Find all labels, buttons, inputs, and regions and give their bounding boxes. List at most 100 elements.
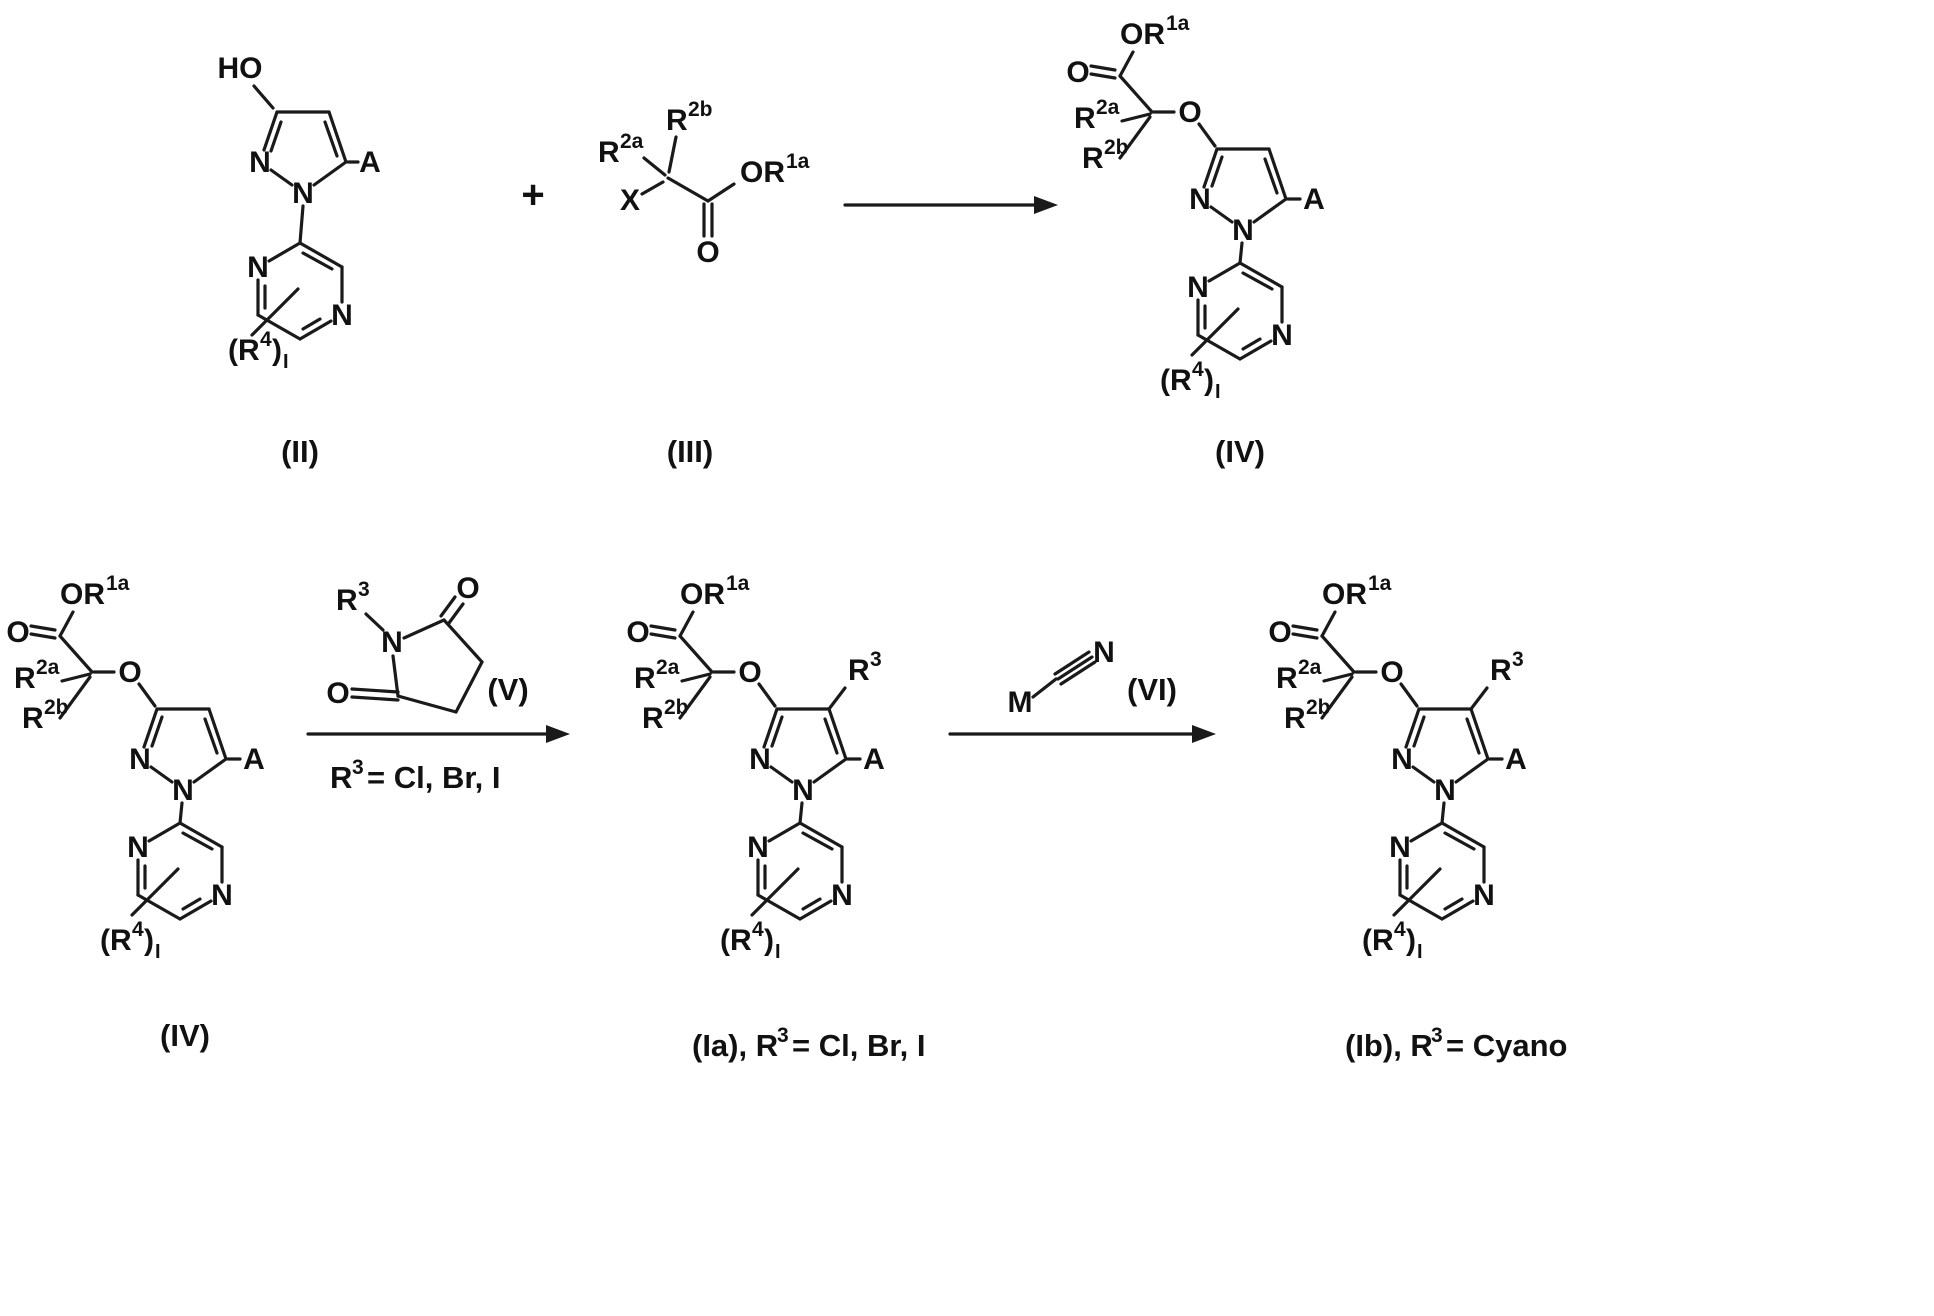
r4-subscript: I	[155, 941, 161, 963]
r3-label: R	[848, 654, 870, 687]
caption-II: (II)	[281, 434, 319, 469]
r4-sup: 4	[752, 918, 764, 941]
n-atom-label: N	[1391, 743, 1413, 776]
r4-paren: )	[764, 924, 774, 957]
caption-Ia-sup: 3	[777, 1024, 789, 1047]
compound-II-bonds	[250, 84, 360, 341]
caption-Ia: (Ia), R	[692, 1028, 778, 1063]
r3-label: R	[336, 584, 358, 617]
o-atom-label: O	[118, 656, 141, 689]
caption-IV: (IV)	[160, 1018, 210, 1053]
n-atom-label: N	[1473, 879, 1495, 912]
a-substituent-label: A	[243, 743, 265, 776]
compound-Ib-bonds	[1291, 610, 1504, 921]
n-atom-label: N	[1189, 183, 1211, 216]
r4-sup: 4	[132, 918, 144, 941]
r4-sup: 4	[1394, 918, 1406, 941]
o-atom-label: O	[1066, 56, 1089, 89]
caption-Ib-sup: 3	[1431, 1024, 1443, 1047]
o-atom-label: O	[1268, 616, 1291, 649]
n-atom-label: N	[247, 251, 269, 284]
compound-II: HO N N A N N (R 4 ) I (II)	[218, 52, 381, 469]
n-atom-label: N	[831, 879, 853, 912]
condition-r-sup: 3	[352, 756, 364, 779]
r4-label: (R	[1362, 924, 1394, 957]
r3-label: R	[1490, 654, 1512, 687]
caption-Ib: (Ib), R	[1345, 1028, 1433, 1063]
r4-paren: )	[1204, 364, 1214, 397]
o-atom-label: O	[626, 616, 649, 649]
compound-III-bonds	[640, 135, 736, 238]
r2a-label: R	[1074, 102, 1096, 135]
reagent-VI-bonds	[1031, 650, 1097, 699]
n-atom-label: N	[1232, 214, 1254, 247]
or1a-label: OR	[740, 156, 785, 189]
n-atom-label: N	[1434, 774, 1456, 807]
r4-sup: 4	[1192, 358, 1204, 381]
r2a-sup: 2a	[36, 656, 60, 679]
a-substituent-label: A	[863, 743, 885, 776]
r2b-label: R	[642, 702, 664, 735]
compound-Ia: O OR 1a R 2a R 2b O R 3 N N A N N (R 4 )…	[626, 572, 925, 1063]
caption-V: (V)	[487, 672, 528, 707]
r2b-sup: 2b	[688, 98, 713, 121]
a-substituent-label: A	[359, 146, 381, 179]
caption-IV: (IV)	[1215, 434, 1265, 469]
reagent-V: R 3 N O O (V)	[326, 572, 529, 714]
or1a-sup: 1a	[1166, 12, 1190, 35]
n-atom-label: N	[292, 177, 314, 210]
r4-subscript: I	[283, 351, 289, 373]
n-atom-label: N	[749, 743, 771, 776]
compound-III: R 2a R 2b X O OR 1a (III)	[598, 98, 810, 469]
reaction-arrow-2	[306, 725, 570, 743]
r4-subscript: I	[1417, 941, 1423, 963]
n-atom-label: N	[172, 774, 194, 807]
n-atom-label: N	[127, 831, 149, 864]
condition-r-label: R	[330, 760, 352, 795]
r2b-label: R	[666, 104, 688, 137]
n-atom-label: N	[211, 879, 233, 912]
or1a-label: OR	[680, 578, 725, 611]
a-substituent-label: A	[1505, 743, 1527, 776]
compound-IV-top-bonds	[1089, 50, 1302, 361]
o-atom-label: O	[738, 656, 761, 689]
compound-IV-top: O OR 1a R 2a R 2b O N N A N N (R 4 ) I (…	[1066, 12, 1325, 469]
caption-Ib-values: = Cyano	[1446, 1028, 1567, 1063]
r4-label: (R	[720, 924, 752, 957]
o-atom-label: O	[696, 236, 719, 269]
r2b-sup: 2b	[1104, 136, 1129, 159]
r2a-sup: 2a	[620, 130, 644, 153]
compound-Ib: O OR 1a R 2a R 2b O R 3 N N A N N (R 4 )…	[1268, 572, 1567, 1063]
x-leaving-group-label: X	[620, 184, 640, 217]
or1a-sup: 1a	[726, 572, 750, 595]
r4-label: (R	[1160, 364, 1192, 397]
o-atom-label: O	[1380, 656, 1403, 689]
r4-paren: )	[272, 334, 282, 367]
n-atom-label: N	[129, 743, 151, 776]
n-atom-label: N	[1389, 831, 1411, 864]
compound-IV-left-bonds	[29, 610, 242, 921]
r3-sup: 3	[1512, 648, 1524, 671]
or1a-sup: 1a	[106, 572, 130, 595]
r2a-sup: 2a	[1096, 96, 1120, 119]
reagent-VI: M N (VI)	[1008, 636, 1177, 719]
caption-Ia-values: = Cl, Br, I	[792, 1028, 926, 1063]
r3-condition: R 3 = Cl, Br, I	[330, 756, 501, 795]
r2a-label: R	[634, 662, 656, 695]
or1a-label: OR	[1120, 18, 1165, 51]
n-atom-label: N	[792, 774, 814, 807]
r4-paren: )	[144, 924, 154, 957]
n-atom-label: N	[331, 299, 353, 332]
r2a-sup: 2a	[1298, 656, 1322, 679]
n-atom-label: N	[1271, 319, 1293, 352]
r3-sup: 3	[358, 578, 370, 601]
caption-III: (III)	[667, 434, 714, 469]
o-atom-label: O	[6, 616, 29, 649]
metal-label: M	[1008, 686, 1033, 719]
compound-Ia-bonds	[649, 610, 862, 921]
n-atom-label: N	[381, 626, 403, 659]
r4-paren: )	[1406, 924, 1416, 957]
r2b-sup: 2b	[664, 696, 689, 719]
r3-sup: 3	[870, 648, 882, 671]
